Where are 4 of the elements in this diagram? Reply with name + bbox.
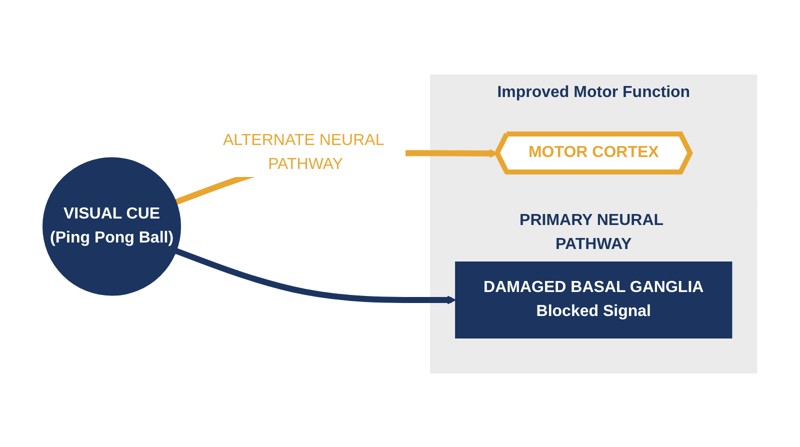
- node-circle: VISUAL CUE (Ping Pong Ball): [42, 156, 182, 296]
- node-box: DAMAGED BASAL GANGLIA Blocked Signal: [455, 261, 732, 338]
- arrow: [175, 248, 456, 304]
- edge-label: ALTERNATE NEURAL PATHWAY: [223, 132, 384, 172]
